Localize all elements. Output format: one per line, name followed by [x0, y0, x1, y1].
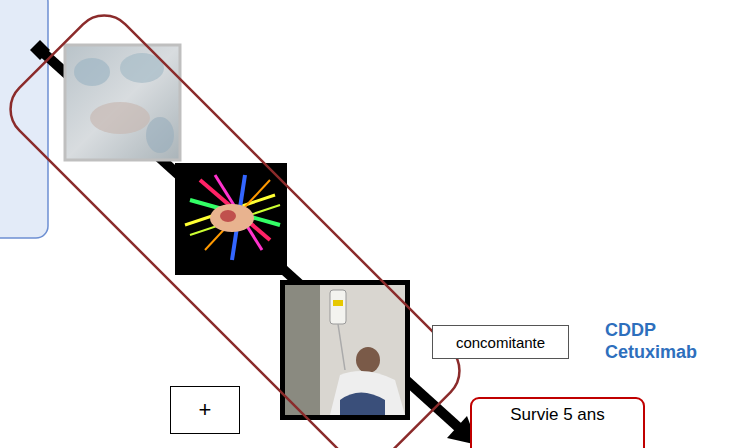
- patient-head: [210, 204, 254, 232]
- chemotherapy-photo: [280, 280, 410, 420]
- box-text: +: [199, 397, 212, 423]
- drug-name: CDDP: [605, 320, 656, 341]
- photo-detail: [90, 102, 150, 134]
- photo-ground: [285, 285, 405, 415]
- side-panel: [0, 0, 48, 238]
- patient-body: [330, 371, 405, 415]
- target-volume: [220, 210, 236, 222]
- photo-detail: [285, 285, 320, 415]
- beam: [205, 180, 270, 250]
- outcome-box: Survie 5 ans: [470, 397, 645, 448]
- drug-name: Cetuximab: [605, 342, 697, 363]
- photo-detail: [146, 117, 174, 153]
- blanket: [340, 393, 385, 416]
- box-text: concomitante: [456, 334, 545, 351]
- iv-line: [338, 324, 345, 370]
- beam: [200, 180, 270, 240]
- radiotherapy-image: [175, 163, 287, 275]
- box-text: Survie 5 ans: [510, 405, 605, 425]
- treatment-group-outline: [0, 3, 472, 448]
- image-frame: [175, 163, 287, 275]
- iv-label: [333, 300, 343, 306]
- arrow-tail: [30, 40, 50, 60]
- operator-box: +: [170, 386, 240, 434]
- iv-bag: [330, 290, 346, 324]
- photo-detail: [74, 58, 110, 86]
- patient-head: [356, 347, 380, 373]
- label-box: concomitante: [432, 325, 569, 359]
- photo-frame: [280, 280, 410, 420]
